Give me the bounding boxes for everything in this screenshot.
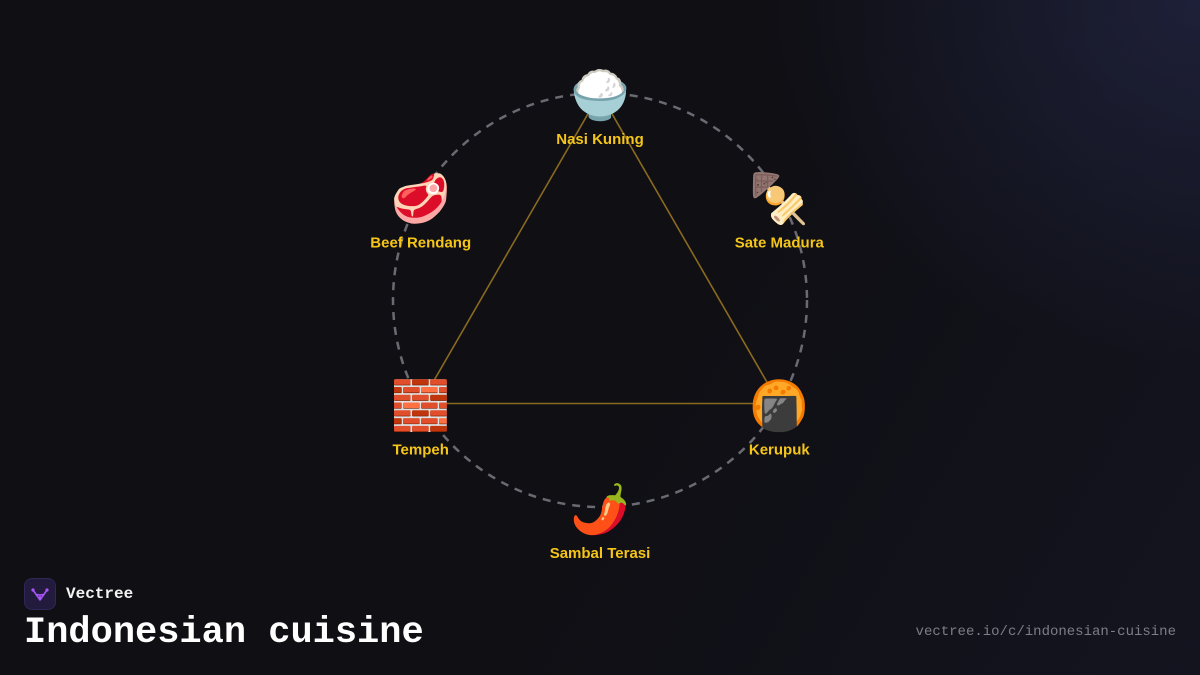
node-label: Beef Rendang	[370, 235, 471, 252]
node-sate-madura[interactable]: 🍢 Sate Madura	[735, 171, 825, 251]
edge-nasi-kuning-kerupuk	[599, 92, 780, 404]
chili-pepper-icon: 🌶️	[570, 482, 630, 538]
vectree-logo-icon	[24, 578, 56, 610]
rice-cracker-icon: 🍘	[749, 378, 809, 433]
node-tempeh[interactable]: 🧱 Tempeh	[391, 378, 451, 458]
brand[interactable]: Vectree	[24, 577, 133, 611]
brand-name: Vectree	[66, 585, 134, 603]
edge-tempeh-nasi-kuning	[420, 92, 601, 404]
node-nasi-kuning[interactable]: 🍚 Nasi Kuning	[556, 68, 644, 148]
node-kerupuk[interactable]: 🍘 Kerupuk	[749, 378, 811, 458]
meat-cut-icon: 🥩	[391, 171, 451, 227]
node-label: Sate Madura	[735, 235, 825, 252]
node-label: Tempeh	[392, 442, 448, 459]
node-label: Nasi Kuning	[556, 131, 644, 148]
node-label: Kerupuk	[749, 442, 811, 459]
rice-bowl-icon: 🍚	[570, 68, 630, 123]
orbit-ring	[391, 91, 809, 509]
node-sambal-terasi[interactable]: 🌶️ Sambal Terasi	[550, 482, 651, 562]
oden-skewer-icon: 🍢	[749, 171, 809, 227]
page-url[interactable]: vectree.io/c/indonesian-cuisine	[915, 624, 1176, 640]
node-label: Sambal Terasi	[550, 545, 651, 562]
node-beef-rendang[interactable]: 🥩 Beef Rendang	[370, 171, 471, 251]
nodes-layer: 🍚 Nasi Kuning 🍢 Sate Madura 🍘 Kerupuk 🌶️ Sambal…	[370, 68, 824, 562]
brick-icon: 🧱	[391, 378, 451, 433]
edges-layer	[420, 92, 780, 405]
page-title: Indonesian cuisine	[24, 612, 424, 654]
